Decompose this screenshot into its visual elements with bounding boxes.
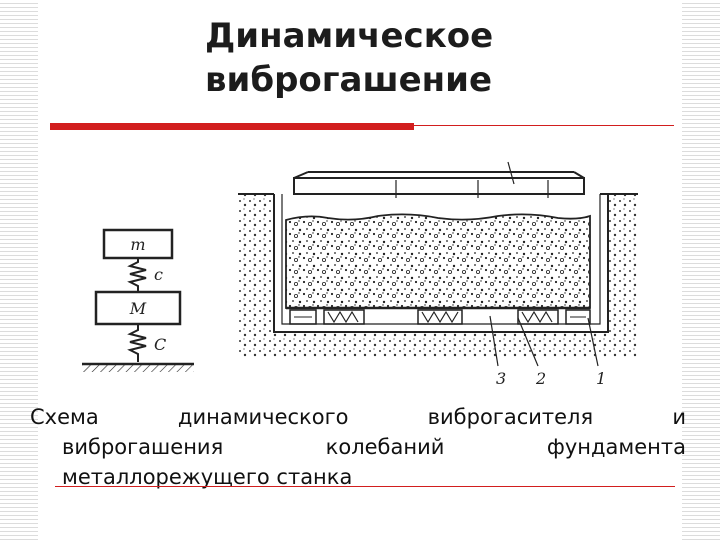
damper-unit-2 bbox=[323, 309, 365, 325]
caption-line-3: металлорежущего станка bbox=[30, 462, 686, 492]
title-line-1: Динамическое bbox=[205, 16, 494, 56]
small-spring-label: c bbox=[154, 265, 163, 284]
title-line-2: виброгашение bbox=[205, 60, 493, 100]
large-spring bbox=[127, 324, 147, 362]
machine-edge-right bbox=[573, 171, 585, 179]
damper-unit-4 bbox=[517, 309, 559, 325]
top-leader bbox=[507, 161, 515, 185]
foundation-block bbox=[285, 213, 591, 309]
caption-line-1: Схема динамического виброгасителя и bbox=[30, 402, 686, 432]
large-spring-label: C bbox=[154, 335, 166, 354]
callout-3: 3 bbox=[496, 369, 506, 388]
soil-left bbox=[238, 194, 274, 358]
machine-edge-left bbox=[293, 171, 309, 179]
damper-unit-3 bbox=[417, 309, 463, 325]
caption-word: виброгашения bbox=[62, 435, 224, 459]
leader-2 bbox=[517, 317, 539, 367]
caption-word: фундамента bbox=[546, 435, 686, 459]
callout-2: 2 bbox=[535, 369, 546, 388]
slide-title: Динамическое виброгашение bbox=[205, 14, 625, 102]
caption-word: металлорежущего станка bbox=[62, 465, 353, 489]
caption-line-2: виброгашения колебаний фундамента bbox=[30, 432, 686, 462]
large-mass-label: M bbox=[129, 299, 147, 318]
caption-word: Схема bbox=[30, 405, 99, 429]
small-mass-label: m bbox=[130, 235, 145, 254]
caption-word: колебаний bbox=[325, 435, 445, 459]
title-underline-thin bbox=[414, 125, 674, 126]
soil-bottom bbox=[274, 332, 608, 358]
foundation-section: 3 2 1 bbox=[238, 161, 638, 388]
pit-outline bbox=[273, 194, 609, 333]
vibration-damper-diagram: m c M C bbox=[82, 161, 638, 388]
damper-unit-5 bbox=[565, 309, 591, 325]
machine-base bbox=[293, 177, 585, 195]
soil-right bbox=[608, 194, 638, 358]
ground-hatch bbox=[82, 365, 194, 372]
caption-underline bbox=[55, 486, 675, 487]
caption-word: виброгасителя bbox=[427, 405, 594, 429]
leader-3 bbox=[489, 315, 499, 367]
caption-word: и bbox=[672, 405, 686, 429]
caption-word: динамического bbox=[177, 405, 349, 429]
small-spring bbox=[127, 258, 147, 292]
callout-1: 1 bbox=[596, 369, 606, 388]
mass-spring-schematic: m c M C bbox=[82, 228, 194, 372]
damper-unit-1 bbox=[289, 309, 317, 325]
figure-caption: Схема динамического виброгасителя и вибр… bbox=[30, 402, 686, 492]
leader-1 bbox=[587, 317, 599, 367]
title-underline-thick bbox=[50, 123, 414, 130]
